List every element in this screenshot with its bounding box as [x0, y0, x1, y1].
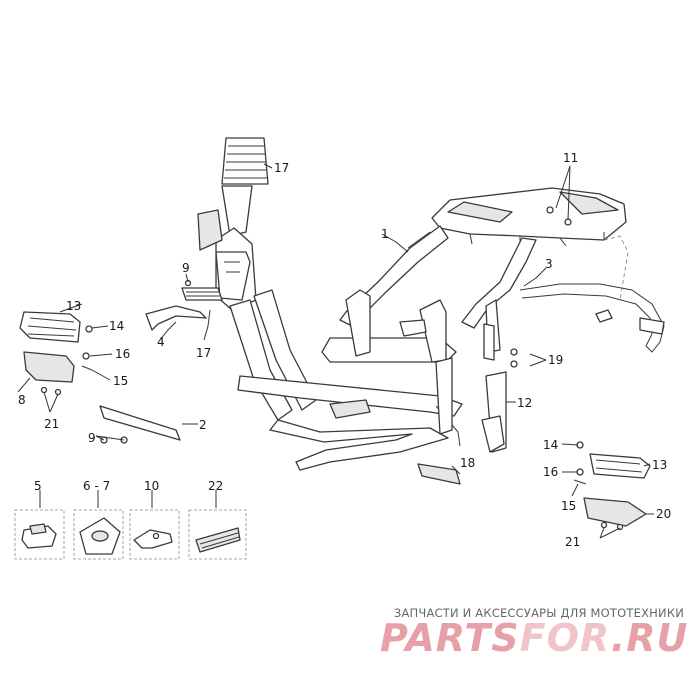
callout-13-left: 13 — [66, 299, 81, 313]
callout-9-bottom: 9 — [88, 431, 96, 445]
callout-19: 19 — [548, 353, 563, 367]
callout-20: 20 — [656, 507, 671, 521]
callout-15-left: 15 — [113, 374, 128, 388]
small-part-box-6-7 — [73, 509, 124, 560]
callout-16-right: 16 — [543, 465, 558, 479]
callout-15-right: 15 — [561, 499, 576, 513]
footrest-left — [19, 311, 81, 343]
watermark-brand-main: PARTS — [380, 616, 520, 660]
bracket-4 — [145, 305, 207, 331]
callout-21-left: 21 — [44, 417, 59, 431]
callout-10: 10 — [144, 479, 159, 493]
leader-lines — [17, 163, 654, 539]
rear-handle-bracket — [519, 283, 665, 353]
callout-2: 2 — [199, 418, 207, 432]
callout-13-right: 13 — [652, 458, 667, 472]
callout-17-bottom: 17 — [196, 346, 211, 360]
rear-bracket-guide — [603, 235, 629, 301]
support-plate-12 — [481, 371, 507, 453]
callout-21-right: 21 — [565, 535, 580, 549]
watermark-brand-for: FOR — [519, 616, 611, 660]
watermark-brand-tld: .RU — [610, 616, 689, 660]
callout-12: 12 — [517, 396, 532, 410]
callout-6-7: 6 - 7 — [83, 479, 110, 493]
head-rubber-boot — [181, 137, 269, 301]
callout-5: 5 — [34, 479, 42, 493]
callout-4: 4 — [157, 335, 165, 349]
small-part-box-10 — [129, 509, 180, 560]
callout-9-top: 9 — [182, 261, 190, 275]
callout-18: 18 — [460, 456, 475, 470]
footrest-right — [589, 453, 651, 479]
lower-plate — [99, 405, 181, 441]
callout-16-left: 16 — [115, 347, 130, 361]
watermark-logo: PARTSFOR.RU — [380, 616, 688, 660]
small-part-box-22 — [188, 509, 247, 560]
callout-14-left: 14 — [109, 319, 124, 333]
callout-22: 22 — [208, 479, 223, 493]
callout-3: 3 — [545, 257, 553, 271]
small-part-box-5 — [14, 509, 65, 560]
callout-labels: 1 2 3 4 5 6 - 7 8 9 9 10 11 12 13 13 14 … — [18, 151, 671, 549]
watermark-tagline: ЗАПЧАСТИ И АКСЕССУАРЫ ДЛЯ МОТОТЕХНИКИ — [393, 606, 684, 620]
footrest-bracket-left — [23, 351, 75, 383]
callout-1: 1 — [381, 227, 389, 241]
footrest-bracket-right — [583, 497, 647, 527]
main-frame — [197, 185, 627, 471]
callout-8: 8 — [18, 393, 26, 407]
rubber-strip-18 — [417, 463, 461, 485]
callout-11: 11 — [563, 151, 578, 165]
fasteners — [40, 206, 624, 531]
callout-14-right: 14 — [543, 438, 558, 452]
callout-17-top: 17 — [274, 161, 289, 175]
